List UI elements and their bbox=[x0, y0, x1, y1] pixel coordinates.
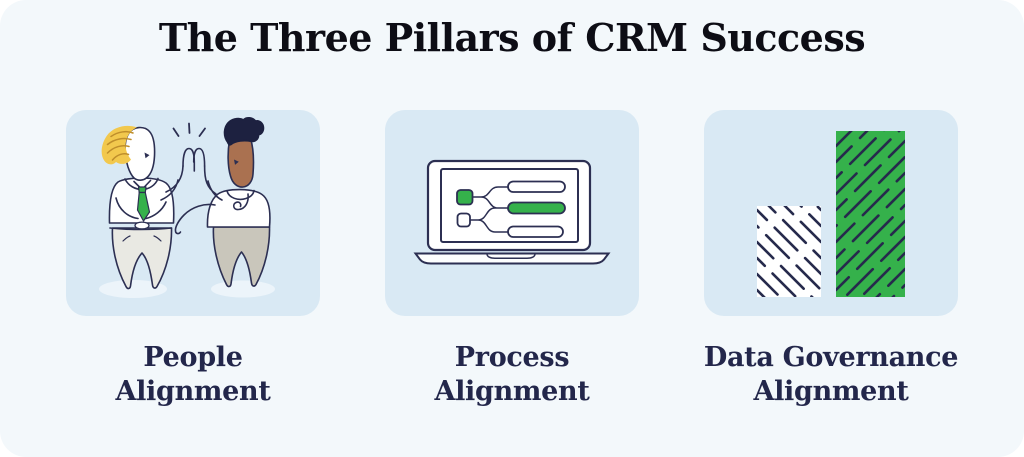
label-line-1: Data Governance bbox=[703, 342, 959, 373]
hair-yellow bbox=[101, 125, 137, 165]
laptop-flowchart-illustration bbox=[413, 159, 611, 265]
tie-green bbox=[137, 186, 147, 194]
node-green-square bbox=[456, 189, 474, 206]
pillar-people: People Alignment bbox=[66, 110, 320, 409]
label-line-2: Alignment bbox=[434, 376, 590, 407]
pillar-data-governance: Data Governance Alignment bbox=[704, 110, 958, 409]
page-title: The Three Pillars of CRM Success bbox=[158, 15, 866, 60]
hair-dark bbox=[223, 117, 265, 146]
spark-lines bbox=[172, 122, 206, 137]
node-white-square bbox=[456, 212, 471, 228]
label-line-1: People bbox=[143, 342, 243, 373]
pillar-label-process: Process Alignment bbox=[434, 341, 589, 409]
bar-green-hatch bbox=[836, 131, 905, 297]
label-line-1: Process bbox=[454, 342, 570, 373]
pill-top bbox=[507, 180, 566, 193]
shadow-right bbox=[211, 280, 275, 298]
person-right bbox=[174, 117, 271, 288]
pillar-card-data-governance bbox=[704, 110, 958, 316]
shadow-left bbox=[99, 280, 167, 298]
pillar-label-people: People Alignment bbox=[115, 341, 270, 409]
label-line-2: Alignment bbox=[115, 376, 271, 407]
high-five-hands bbox=[182, 147, 206, 172]
pill-bottom bbox=[507, 225, 564, 238]
pillar-card-people bbox=[66, 110, 320, 316]
pillar-card-process bbox=[385, 110, 639, 316]
pillar-label-data-governance: Data Governance Alignment bbox=[703, 341, 959, 409]
people-high-five-illustration bbox=[99, 117, 275, 298]
hatched-bar-chart-illustration bbox=[757, 131, 905, 297]
pill-middle-green bbox=[507, 201, 566, 215]
person-left bbox=[101, 125, 184, 290]
laptop bbox=[413, 159, 611, 265]
pillars-row: People Alignment bbox=[0, 110, 1024, 409]
label-line-2: Alignment bbox=[753, 376, 909, 407]
pillar-process: Process Alignment bbox=[385, 110, 639, 409]
bar-white-hatch bbox=[757, 206, 821, 297]
